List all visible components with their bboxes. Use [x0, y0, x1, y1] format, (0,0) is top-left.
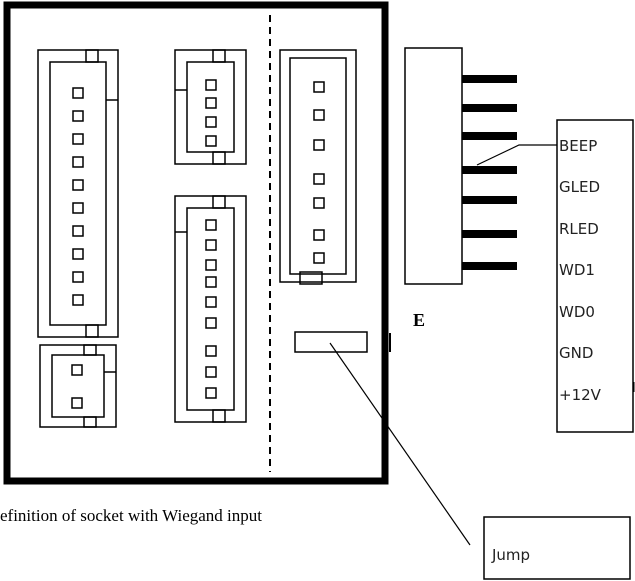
pin-label-wd1: WD1 [559, 261, 595, 279]
connector-letter: E [413, 310, 425, 330]
jump-leader-line [329, 342, 471, 546]
connector-9pin [174, 195, 247, 423]
connector-7pin-wiegand [279, 49, 357, 285]
external-connector-housing [404, 47, 463, 285]
jumper-block [294, 331, 368, 353]
pin-label-leader-line [476, 144, 557, 166]
jump-label-box [483, 516, 631, 580]
pin-label-wd0: WD0 [559, 303, 595, 321]
pin-label-gnd: GND [559, 344, 593, 362]
pin-label-box [556, 119, 634, 433]
pin-label-rled: RLED [559, 220, 599, 238]
connector-10pin [37, 49, 119, 338]
connector-2pin [39, 344, 117, 428]
pin-label-12v: +12V [559, 386, 602, 404]
external-connector-pins [462, 75, 517, 270]
pin-label-beep: BEEP [559, 137, 597, 155]
board-outline [3, 1, 389, 485]
pin-label-gled: GLED [559, 178, 600, 196]
figure-caption: efinition of socket with Wiegand input [0, 506, 262, 525]
jump-label: Jump [491, 546, 530, 564]
connector-4pin [174, 49, 247, 165]
